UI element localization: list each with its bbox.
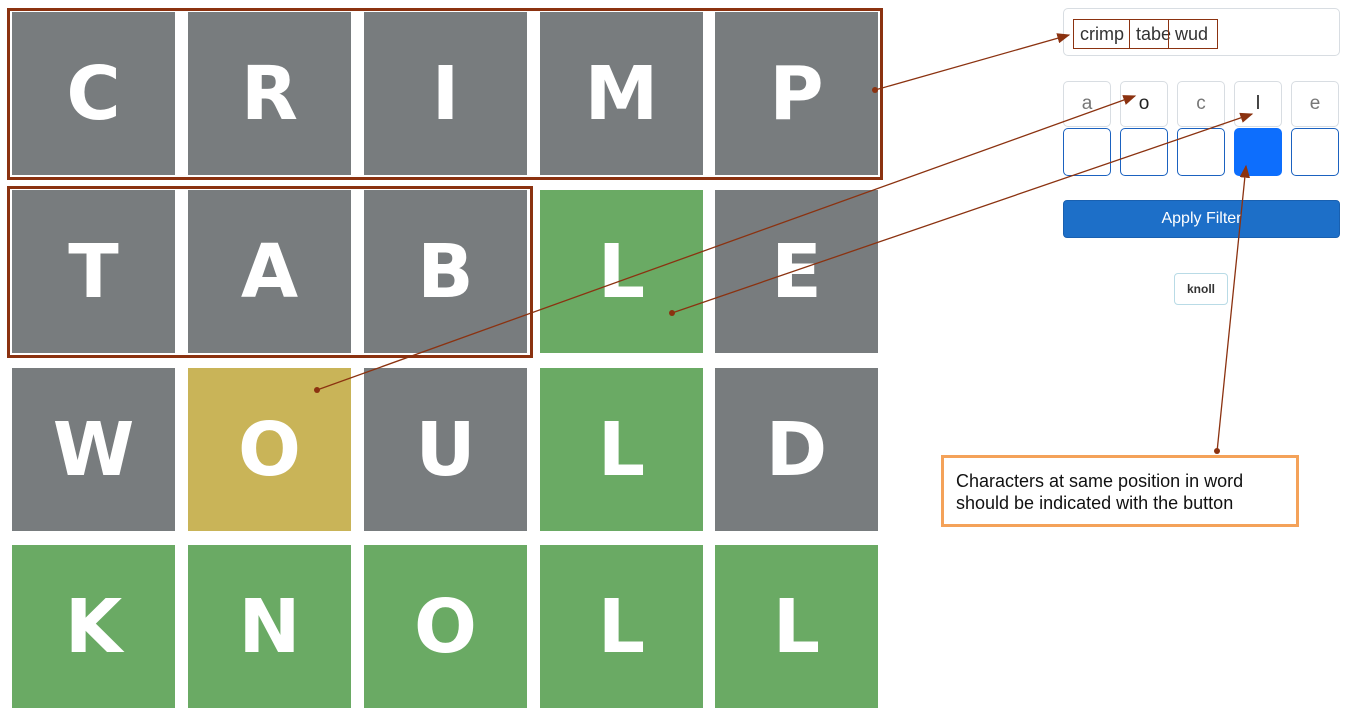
tile-r4-c2: N	[188, 545, 351, 708]
letter-input-1[interactable]: a	[1063, 81, 1111, 127]
arrow-crimp-to-input	[874, 33, 1071, 91]
highlight-row-tab	[7, 186, 533, 358]
position-toggle-5[interactable]	[1291, 128, 1339, 176]
tile-r3-c4: L	[540, 368, 703, 531]
tile-r2-c1: T	[12, 190, 175, 353]
excluded-segment: crimp	[1073, 19, 1130, 49]
tile-r3-c1: W	[12, 368, 175, 531]
tile-r2-c5: E	[715, 190, 878, 353]
excluded-letters-input[interactable]: crimp tabe wud	[1063, 8, 1340, 56]
result-word-button[interactable]: knoll	[1174, 273, 1228, 305]
tile-r4-c1: K	[12, 545, 175, 708]
tile-r4-c3: O	[364, 545, 527, 708]
arrow-dot	[1214, 448, 1220, 454]
excluded-segment: wud	[1168, 19, 1218, 49]
excluded-segment: tabe	[1129, 19, 1171, 49]
annotation-callout: Characters at same position in word shou…	[941, 455, 1299, 527]
tile-r3-c5: D	[715, 368, 878, 531]
position-toggle-1[interactable]	[1063, 128, 1111, 176]
letter-input-5[interactable]: e	[1291, 81, 1339, 127]
tile-r3-c2: O	[188, 368, 351, 531]
position-toggle-2[interactable]	[1120, 128, 1168, 176]
apply-filter-button[interactable]: Apply Filter	[1063, 200, 1340, 238]
tile-r1-c1: C	[12, 12, 175, 175]
position-toggle-3[interactable]	[1177, 128, 1225, 176]
letter-input-2[interactable]: o	[1120, 81, 1168, 127]
tile-r4-c5: L	[715, 545, 878, 708]
letter-input-3[interactable]: c	[1177, 81, 1225, 127]
letter-input-4[interactable]: l	[1234, 81, 1282, 127]
tile-r4-c4: L	[540, 545, 703, 708]
tile-r2-c4: L	[540, 190, 703, 353]
position-toggle-4[interactable]	[1234, 128, 1282, 176]
tile-r3-c3: U	[364, 368, 527, 531]
highlight-row-crimp	[7, 8, 883, 180]
